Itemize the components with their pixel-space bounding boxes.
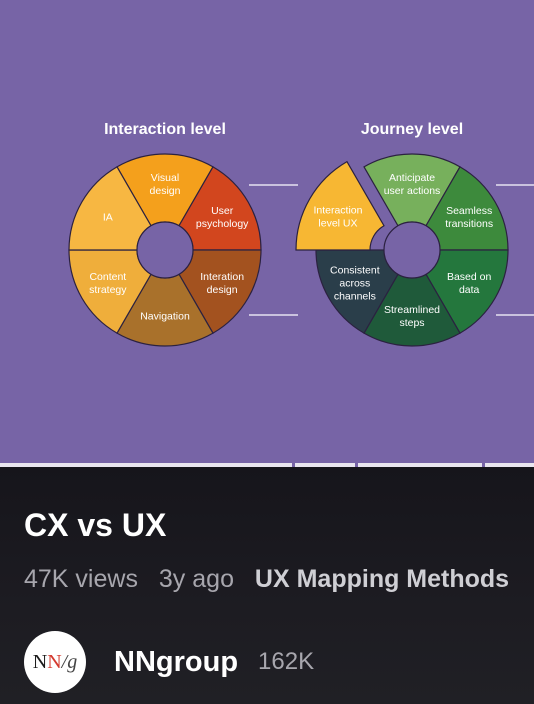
video-meta: 47K views 3y ago UX Mapping Methods [24, 565, 523, 594]
video-info-panel: CX vs UX 47K views 3y ago UX Mapping Met… [0, 467, 534, 704]
chapter-divider [482, 463, 485, 467]
interaction-wheel-slice-label: Navigation [140, 311, 190, 323]
avatar-letter: N [32, 650, 48, 673]
wheel-hub [383, 221, 441, 279]
avatar-letter: N [47, 650, 62, 673]
view-count: 47K views [24, 565, 138, 593]
interaction-level-title: Interaction level [104, 121, 226, 138]
wheel-hub [136, 221, 194, 279]
journey-level-title: Journey level [361, 121, 463, 138]
chapter-divider [292, 463, 295, 467]
avatar-letter: /g [61, 650, 78, 673]
subscriber-count: 162K [258, 648, 315, 675]
upload-age: 3y ago [158, 565, 234, 593]
channel-name[interactable]: NNgroup [114, 645, 239, 678]
interaction-wheel-slice-label: IA [103, 212, 113, 224]
chapter-divider [355, 463, 358, 467]
interaction-level-ux-slice [295, 160, 385, 251]
connector-lines [249, 184, 534, 316]
video-title[interactable]: CX vs UX [24, 507, 167, 543]
chapter-progress-bar[interactable] [0, 463, 534, 467]
playlist-link[interactable]: UX Mapping Methods [254, 565, 510, 593]
